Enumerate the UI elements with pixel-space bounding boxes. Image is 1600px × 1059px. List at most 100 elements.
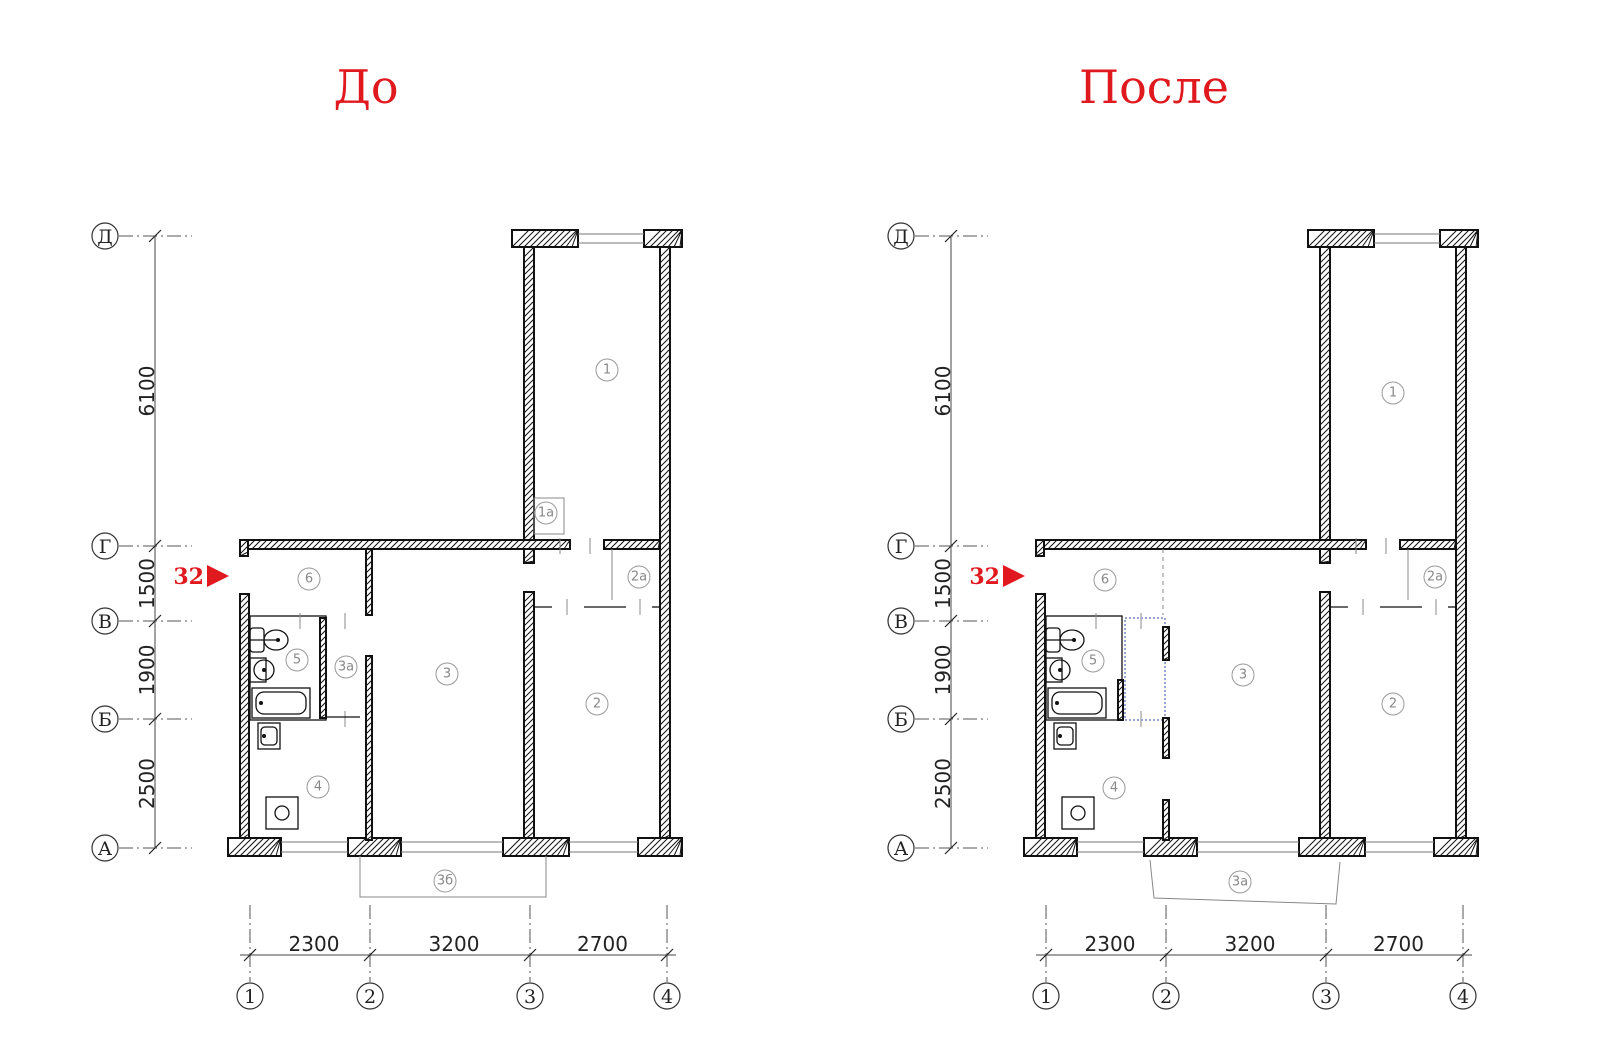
row-axis-label-А-bubble (91, 834, 119, 862)
sink-icon (1049, 659, 1071, 681)
wall-hatch (659, 246, 671, 841)
col-axis-label-3-bubble (516, 982, 544, 1010)
col-axis-label-2: 2 (1160, 986, 1172, 1008)
kitchen-sink-icon (1053, 722, 1077, 750)
room-3: 3 (1239, 668, 1247, 683)
room-2: 2 (593, 697, 601, 712)
toilet-drain (1072, 638, 1076, 642)
row-axis-label-В-bubble (887, 607, 915, 635)
row-axis-label-В-bubble (91, 607, 119, 635)
room-3-circle (435, 662, 459, 686)
wall-axis3-stub (523, 548, 535, 564)
row-axis-label-Б-bubble (91, 705, 119, 733)
stove-icon (265, 796, 299, 830)
wall-hatch (1307, 229, 1375, 248)
wall-hatch (1319, 591, 1331, 841)
room-6: 6 (1101, 573, 1109, 588)
row-axis-label-А-bubble (887, 834, 915, 862)
wall-hatch (523, 548, 535, 564)
bathtub-inner (1051, 691, 1103, 715)
wall-hatch (523, 591, 535, 841)
bathtub-icon (1047, 687, 1107, 719)
stove-burner (274, 805, 290, 821)
closet-1a (533, 497, 565, 535)
room-2: 2 (1389, 697, 1397, 712)
wall-hatch (319, 617, 327, 719)
wall-hatch (1455, 246, 1467, 841)
bathtub-drain (259, 701, 263, 705)
col-axis-label-1-bubble (1032, 982, 1060, 1010)
col-axis-label-3: 3 (524, 986, 536, 1008)
room-3а-circle (334, 655, 358, 679)
room-4: 4 (314, 780, 322, 795)
room-5: 5 (293, 653, 301, 668)
room-3: 3 (443, 667, 451, 682)
wall-hatch (511, 229, 579, 248)
col-dim-tick (1456, 948, 1470, 962)
stove-icon (1061, 796, 1095, 830)
col-axis-label-3: 3 (1320, 986, 1332, 1008)
room-2а: 2а (1427, 570, 1443, 585)
bathtub-inner (255, 691, 307, 715)
wall-hatch (1433, 837, 1479, 857)
wall-hatch (1298, 837, 1366, 857)
room-2-circle (585, 692, 609, 716)
col-dim-tick (1319, 948, 1333, 962)
row-axis-label-Г-bubble (91, 532, 119, 560)
partition-bath (319, 617, 327, 719)
row-axis-label-Д: Д (893, 226, 908, 248)
col-dim-tick (1039, 948, 1053, 962)
toilet-icon (263, 629, 289, 651)
sink-icon (253, 659, 275, 681)
toilet-drain (276, 638, 280, 642)
wall-hatch (603, 539, 661, 550)
row-axis-label-В: В (98, 611, 112, 633)
row-axis-label-Б: Б (894, 709, 908, 731)
partition-new-c (1162, 799, 1170, 841)
room-3-circle (1231, 663, 1255, 687)
row-dim-value: 6100 (931, 366, 955, 417)
col-dim-tick (523, 948, 537, 962)
wall-hatch (1319, 246, 1331, 546)
row-axis-label-Д-bubble (91, 222, 119, 250)
col-axis-label-4-bubble (1449, 982, 1477, 1010)
row-axis-label-Д-bubble (887, 222, 915, 250)
row-dim-value: 1900 (931, 645, 955, 696)
room-6: 6 (305, 572, 313, 587)
wall-hatch (1035, 593, 1046, 841)
wall-hatch (365, 655, 373, 841)
entry-number: 32 (173, 564, 204, 590)
row-axis-label-В: В (894, 611, 908, 633)
room-3а: 3а (1232, 875, 1248, 890)
room-1а-circle (534, 501, 558, 525)
row-dim-value: 6100 (135, 366, 159, 417)
col-axis-label-4: 4 (661, 986, 673, 1008)
sink-drain (1058, 668, 1062, 672)
room-1-circle (595, 358, 619, 382)
balcony-outline (359, 856, 547, 898)
wall-hatch (365, 548, 373, 616)
wall-hatch (1319, 548, 1331, 564)
room-2а-circle (1423, 565, 1447, 589)
wall-hatch (523, 246, 535, 546)
room-4-circle (1102, 776, 1126, 800)
col-dim-tick (660, 948, 674, 962)
room-3а-circle (1228, 870, 1252, 894)
row-dim-value: 1500 (135, 558, 159, 609)
wall-axis3-stub (1319, 548, 1331, 564)
room-2а: 2а (631, 570, 647, 585)
room-1: 1 (1389, 386, 1397, 401)
row-dim-value: 2500 (931, 758, 955, 809)
room-5-circle (285, 648, 309, 672)
entry-arrow-icon (207, 565, 229, 587)
entry-arrow-icon (1003, 565, 1025, 587)
room-2а-circle (627, 565, 651, 589)
kitchen-sink-bowl (260, 726, 278, 746)
toilet-icon (1059, 629, 1085, 651)
row-axis-label-Г: Г (895, 536, 908, 558)
room-2-circle (1381, 692, 1405, 716)
bathtub-icon (251, 687, 311, 719)
